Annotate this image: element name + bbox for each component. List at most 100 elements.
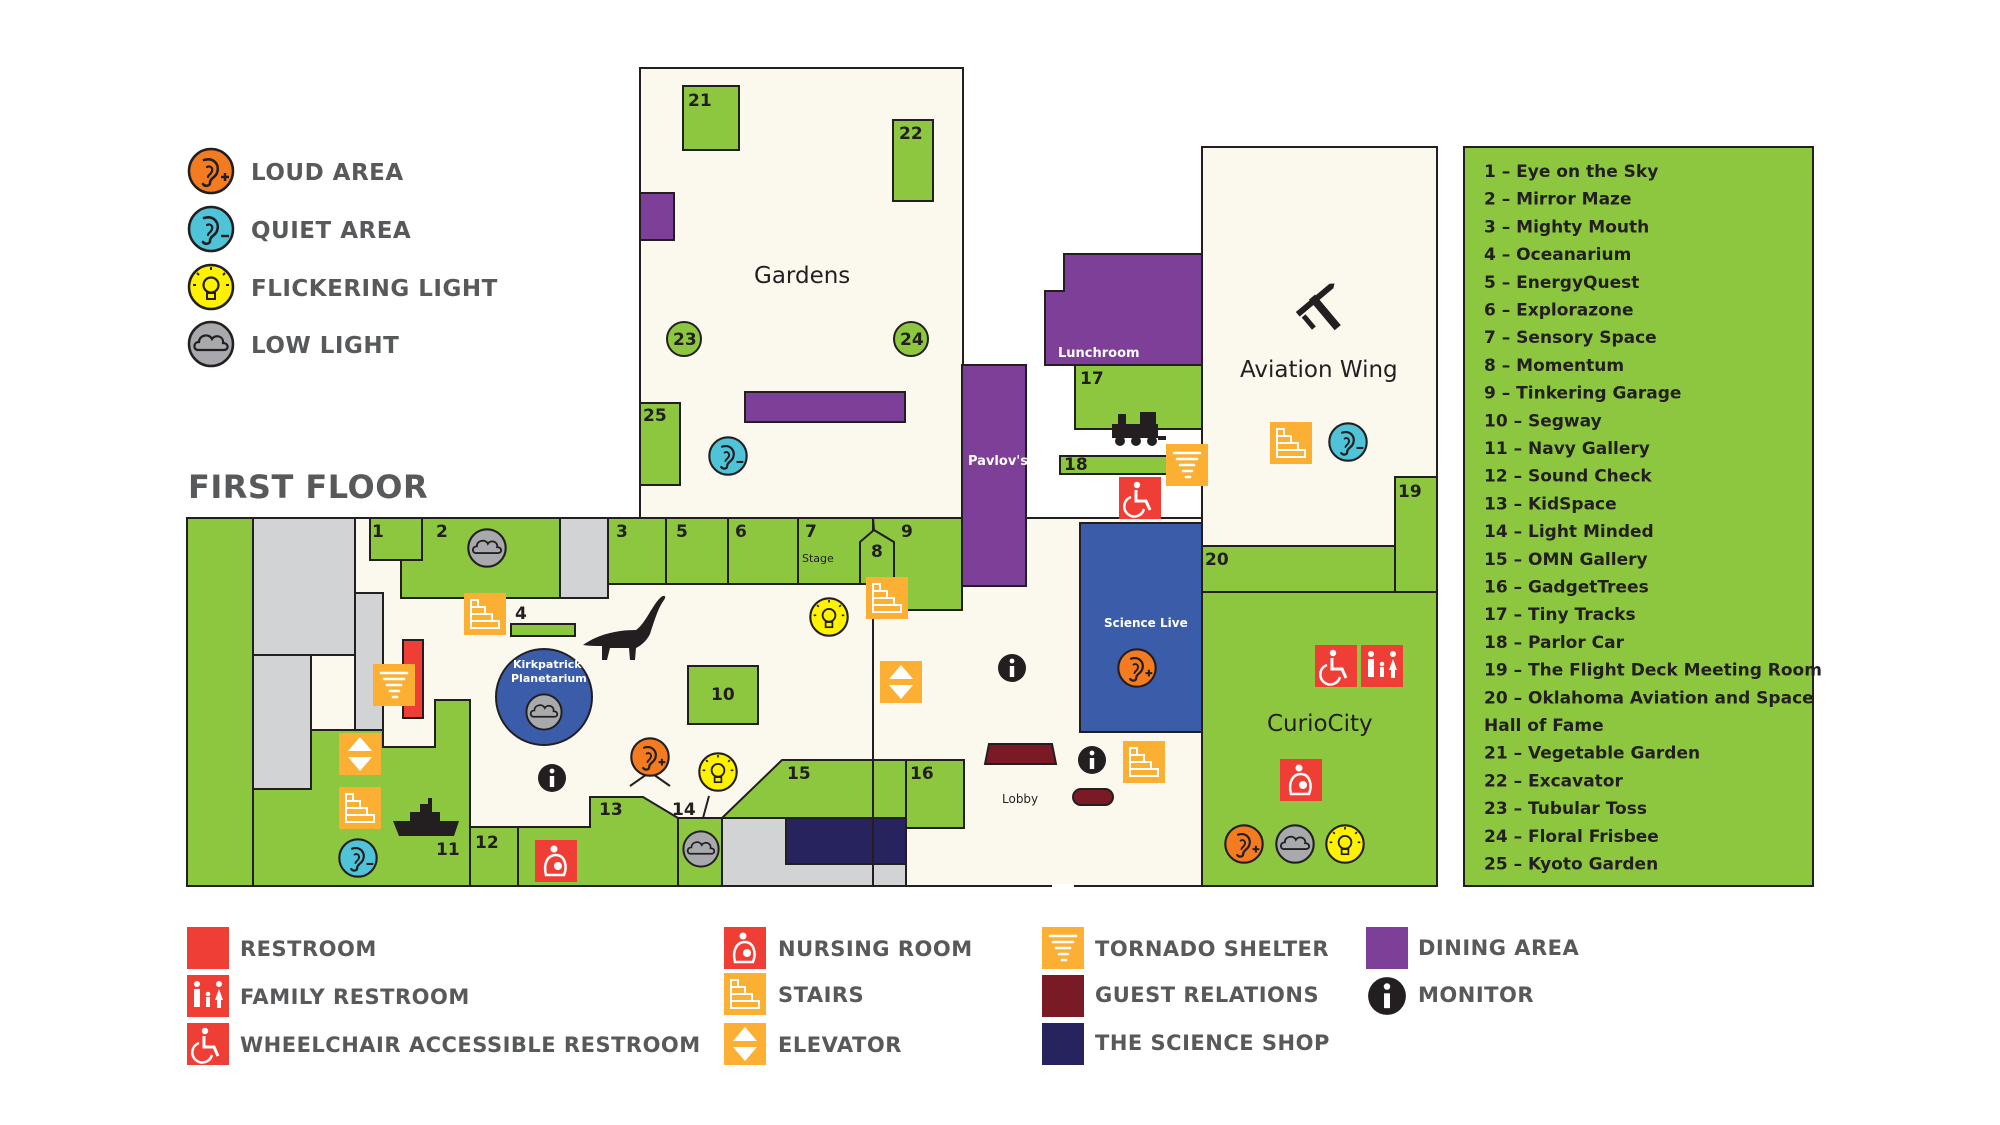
gray-block-top	[559, 517, 609, 599]
tornado-icon	[1040, 925, 1086, 971]
stairs-icon-center	[865, 576, 909, 620]
loud-area-icon	[189, 149, 233, 193]
exhibit-key-item: 22 – Excavator	[1484, 771, 1623, 791]
dining-area-icon	[1366, 927, 1408, 969]
info-icon	[1368, 977, 1406, 1015]
exhibit-key-item: 21 – Vegetable Garden	[1484, 744, 1700, 764]
stairs-icon	[723, 972, 767, 1016]
flickering-light-icon-14	[698, 752, 738, 792]
label-planetarium-2: Planetarium	[511, 672, 587, 685]
low-light-icon-14	[682, 830, 720, 868]
legend-restroom-label: RESTROOM	[240, 937, 377, 961]
science-shop-block[interactable]	[785, 817, 907, 865]
exhibit-22-area[interactable]	[892, 119, 934, 202]
exhibit-key-item: 16 – GadgetTrees	[1484, 578, 1649, 598]
label-aviation-wing: Aviation Wing	[1240, 357, 1398, 383]
exhibit-12-area[interactable]	[469, 826, 519, 887]
west-gray-wall-3	[252, 654, 312, 790]
exhibit-key-item: 1 – Eye on the Sky	[1484, 162, 1658, 182]
exhibit-23-area[interactable]	[666, 321, 702, 357]
loud-area-icon-science-live	[1118, 649, 1155, 686]
loud-area-icon-curiocity	[1225, 825, 1262, 862]
legend-shop-label: THE SCIENCE SHOP	[1095, 1031, 1330, 1055]
exhibit-number-19: 19	[1398, 482, 1422, 502]
exhibit-number-2: 2	[436, 522, 448, 542]
gardens-dining-center[interactable]	[744, 391, 906, 423]
exhibit-number-1: 1	[372, 522, 384, 542]
exhibit-25-area[interactable]	[639, 402, 681, 486]
exhibit-4-area[interactable]	[510, 623, 576, 637]
exhibit-number-3: 3	[616, 522, 628, 542]
exhibit-number-25: 25	[643, 406, 667, 426]
exhibit-20-area[interactable]	[1201, 545, 1396, 593]
train-silhouette	[1112, 412, 1166, 446]
exhibit-number-16: 16	[910, 764, 934, 784]
exhibit-number-24: 24	[900, 330, 924, 350]
exhibit-19-area[interactable]	[1394, 476, 1438, 593]
exhibit-key-item: 9 – Tinkering Garage	[1484, 384, 1681, 404]
stairs-icon-exhibit-2	[463, 592, 507, 636]
guest-relations-icon	[1042, 975, 1084, 1017]
exhibit-key-item: 10 – Segway	[1484, 411, 1602, 431]
elevator-icon-west	[339, 733, 381, 775]
exhibit-17-area[interactable]	[1074, 364, 1203, 430]
exhibit-key-item: 17 – Tiny Tracks	[1484, 605, 1636, 625]
label-gardens: Gardens	[754, 263, 850, 289]
legend-monitor-label: MONITOR	[1418, 983, 1534, 1007]
low-light-icon-curiocity	[1275, 824, 1315, 864]
legend-family-label: FAMILY RESTROOM	[240, 985, 470, 1009]
exhibit-3-area[interactable]	[607, 517, 667, 585]
loud-area-icon-kidspace	[631, 738, 668, 775]
quiet-area-icon	[189, 207, 233, 251]
ship-silhouette	[393, 798, 459, 836]
gardens-dining-west[interactable]	[639, 192, 675, 241]
family-restroom-icon-curiocity	[1361, 645, 1403, 687]
exhibit-key-box	[1463, 146, 1814, 887]
exhibit-number-18: 18	[1064, 455, 1088, 475]
exhibit-21-area[interactable]	[682, 85, 740, 151]
wheelchair-icon-curiocity	[1313, 643, 1359, 689]
exhibit-24-area[interactable]	[893, 321, 929, 357]
exhibit-key-item: 3 – Mighty Mouth	[1484, 217, 1649, 237]
label-stage: Stage	[802, 552, 834, 565]
legend-guest-label: GUEST RELATIONS	[1095, 983, 1319, 1007]
label-curiocity: CurioCity	[1267, 711, 1373, 737]
west-green-wing	[186, 517, 254, 887]
exhibit-key-item: Hall of Fame	[1484, 716, 1604, 736]
legend-tornado-label: TORNADO SHELTER	[1095, 937, 1329, 961]
legend-flicker-label: FLICKERING LIGHT	[251, 276, 498, 302]
stairs-icon-aviation	[1269, 421, 1313, 465]
facility-legend: RESTROOM FAMILY RESTROOM WHEELCHAIR ACCE…	[185, 925, 1580, 1067]
flickering-light-icon	[187, 263, 235, 311]
lunchroom-dining[interactable]	[1044, 253, 1203, 366]
quiet-area-icon-gardens	[709, 437, 746, 474]
elevator-icon-center	[880, 661, 922, 703]
flickering-light-icon-curiocity	[1325, 824, 1365, 864]
exhibit-number-11: 11	[436, 840, 460, 860]
legend-nursing-label: NURSING ROOM	[778, 937, 973, 961]
low-light-icon-planetarium	[525, 693, 563, 731]
legend-dining-label: DINING AREA	[1418, 936, 1580, 960]
exhibit-16-area[interactable]	[905, 759, 965, 829]
exhibit-10-area[interactable]	[687, 665, 759, 725]
nursing-room-icon-curiocity	[1278, 757, 1324, 803]
guest-relations-desk-2[interactable]	[1072, 788, 1114, 806]
family-restroom-icon	[187, 975, 229, 1017]
exhibit-key-item: 20 – Oklahoma Aviation and Space	[1484, 688, 1814, 708]
info-icon-west	[538, 764, 566, 792]
legend-loud-label: LOUD AREA	[251, 160, 404, 186]
label-pavlovs: Pavlov's	[968, 454, 1028, 469]
flickering-light-icon-center	[809, 597, 849, 637]
guest-relations-desk[interactable]	[983, 743, 1058, 765]
exhibit-5-area[interactable]	[665, 517, 729, 585]
exhibit-number-8: 8	[871, 542, 883, 562]
exhibit-key-item: 6 – Explorazone	[1484, 301, 1633, 321]
pavlovs-dining[interactable]	[961, 364, 1027, 587]
exhibit-key-item: 12 – Sound Check	[1484, 467, 1652, 487]
info-icon-guest	[1078, 746, 1106, 774]
airplane-silhouette	[1295, 283, 1341, 331]
exhibit-number-15: 15	[787, 764, 811, 784]
label-planetarium-1: Kirkpatrick	[513, 658, 582, 671]
exhibit-number-23: 23	[673, 330, 697, 350]
